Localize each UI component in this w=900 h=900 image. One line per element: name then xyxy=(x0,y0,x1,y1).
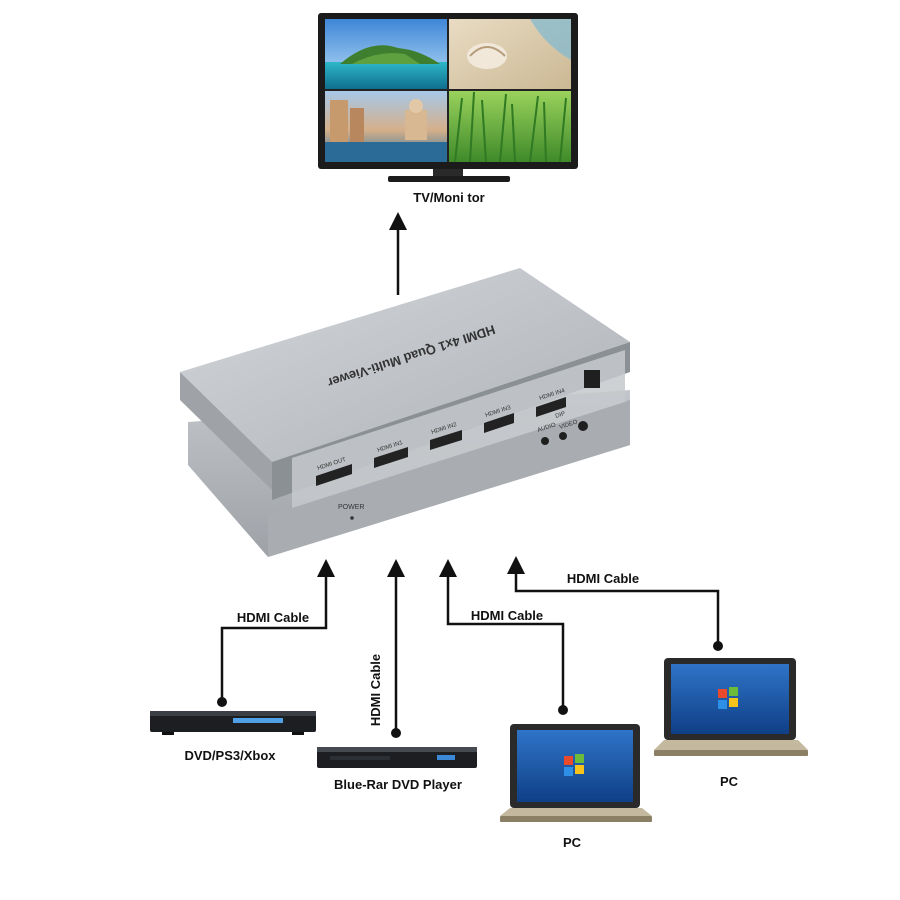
monitor-label: TV/Moni tor xyxy=(413,190,485,205)
screen-quad-island xyxy=(325,19,447,89)
dip-button xyxy=(578,421,588,431)
bluray-player: Blue-Rar DVD Player xyxy=(317,747,477,792)
video-jack xyxy=(559,432,567,440)
output-arrow xyxy=(389,212,407,295)
cable-route-dvd: HDMI Cable xyxy=(217,559,335,707)
windows-logo-icon xyxy=(718,687,738,709)
cable-label-pc1: HDMI Cable xyxy=(471,608,543,623)
source-label-pc2: PC xyxy=(720,774,739,789)
tv-monitor: TV/Moni tor xyxy=(318,13,578,205)
dc-power-jack xyxy=(584,370,600,388)
dip-label: DIP xyxy=(555,411,566,420)
source-label-bluray: Blue-Rar DVD Player xyxy=(334,777,462,792)
cable-label-dvd: HDMI Cable xyxy=(237,610,309,625)
device-port-face xyxy=(292,350,625,508)
screen-quad-grass xyxy=(449,91,571,163)
cable-label-pc2: HDMI Cable xyxy=(567,571,639,586)
windows-logo-icon xyxy=(564,754,584,776)
source-label-dvd: DVD/PS3/Xbox xyxy=(184,748,276,763)
dvd-player: DVD/PS3/Xbox xyxy=(150,711,316,763)
monitor-stand-base xyxy=(388,176,510,182)
video-label: VIDEO xyxy=(559,419,579,431)
cable-route-bluray: HDMI Cable xyxy=(368,559,405,738)
audio-jack xyxy=(541,437,549,445)
monitor-stand-neck xyxy=(433,169,463,176)
device-lid-left xyxy=(180,372,272,490)
device-lower-edge xyxy=(268,400,630,557)
laptop-pc1: PC xyxy=(500,724,652,850)
audio-label: AUDIO xyxy=(537,422,557,434)
cable-route-pc2: HDMI Cable xyxy=(507,556,723,651)
source-label-pc1: PC xyxy=(563,835,582,850)
multi-viewer-device: HDMI 4x1 Quad Multi-Viewer HDMI OUT HDMI… xyxy=(180,268,630,557)
laptop-pc2: PC xyxy=(654,658,808,789)
screen-quad-venice xyxy=(325,91,447,162)
cable-route-pc1: HDMI Cable xyxy=(439,559,568,715)
cable-label-bluray: HDMI Cable xyxy=(368,654,383,726)
power-label: POWER xyxy=(338,504,364,511)
device-top-face xyxy=(180,268,630,462)
screen-quad-beach xyxy=(449,19,571,89)
power-led xyxy=(350,516,354,520)
